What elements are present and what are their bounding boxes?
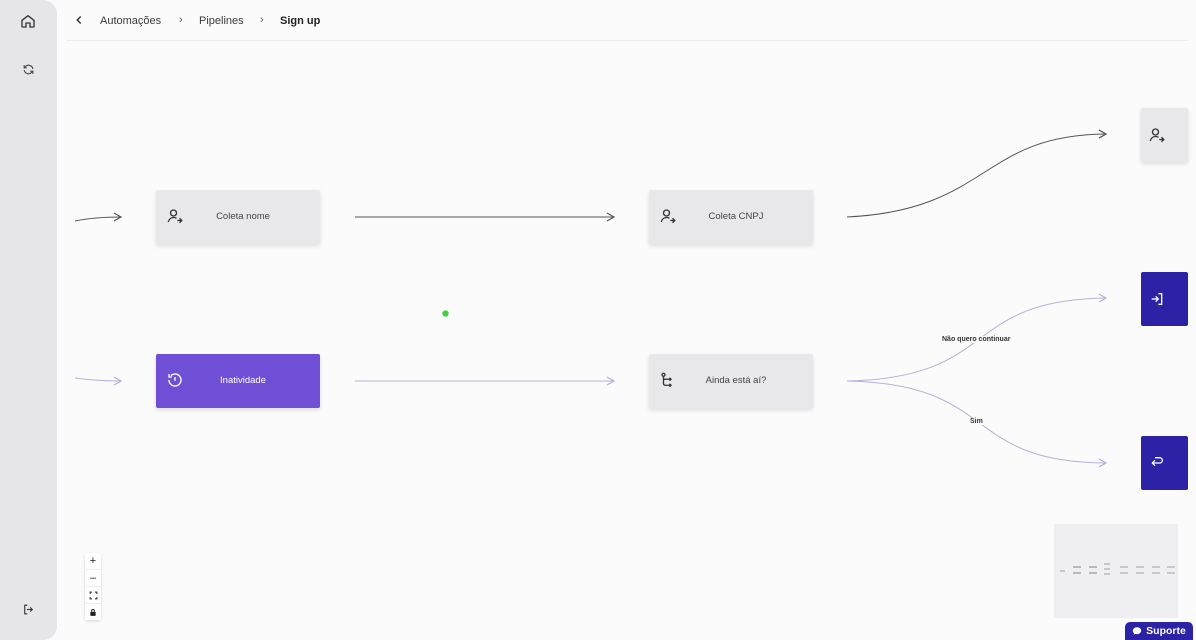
node-coleta-nome[interactable]: Coleta nome: [156, 190, 320, 244]
logout-icon: [23, 604, 33, 614]
user-arrow-icon: [660, 209, 676, 224]
zoom-controls: + –: [85, 553, 101, 620]
logout-button[interactable]: [16, 597, 40, 621]
refresh-button[interactable]: [16, 57, 40, 81]
home-button[interactable]: [16, 9, 40, 33]
edge-in-inatividade: [74, 376, 123, 386]
minimap-node: [1120, 572, 1128, 574]
lock-button[interactable]: [85, 604, 101, 620]
support-label: Suporte: [1146, 625, 1186, 637]
fit-view-icon: [89, 591, 97, 599]
minimap-node: [1089, 572, 1097, 574]
minimap-node: [1152, 572, 1160, 574]
loading-indicator-icon: [442, 310, 449, 317]
user-arrow-icon: [1149, 128, 1165, 143]
chat-icon: [1132, 627, 1142, 635]
minimap-node: [1073, 572, 1081, 574]
minimap-node: [1167, 566, 1175, 568]
node-inatividade[interactable]: Inatividade: [156, 354, 320, 408]
node-label: Ainda está aí?: [705, 375, 767, 386]
chevron-left-icon[interactable]: [72, 13, 86, 27]
branch-icon: [661, 372, 672, 388]
edge-cnpj-to-next: [846, 129, 1108, 218]
top-bar: Automações › Pipelines › Sign up: [67, 0, 1188, 41]
fit-view-button[interactable]: [85, 587, 101, 604]
zoom-out-button[interactable]: –: [85, 570, 101, 587]
breadcrumb-automacoes[interactable]: Automações: [100, 15, 162, 27]
minimap-node: [1104, 573, 1110, 575]
node-label: Coleta CNPJ: [708, 211, 764, 222]
minimap-node: [1073, 566, 1081, 568]
minimap-node: [1120, 566, 1128, 568]
edge-in-coleta-nome: [74, 212, 123, 222]
lock-icon: [90, 608, 96, 616]
node-label: Inatividade: [220, 375, 266, 386]
home-icon: [21, 14, 35, 28]
node-next-action[interactable]: [1141, 108, 1188, 162]
node-coleta-cnpj[interactable]: Coleta CNPJ: [649, 190, 813, 244]
minimap[interactable]: [1054, 524, 1178, 618]
minimap-node: [1136, 572, 1144, 574]
history-icon: [168, 373, 182, 387]
minimap-node: [1060, 570, 1065, 572]
minimap-node: [1104, 568, 1110, 570]
breadcrumb-pipelines[interactable]: Pipelines: [199, 15, 244, 27]
minimap-node: [1167, 572, 1175, 574]
support-button[interactable]: Suporte: [1125, 622, 1193, 640]
minimap-node: [1089, 566, 1097, 568]
breadcrumb-separator: ›: [179, 14, 183, 26]
user-arrow-icon: [167, 209, 183, 224]
node-exit[interactable]: [1141, 272, 1188, 326]
minimap-node: [1152, 566, 1160, 568]
refresh-icon: [23, 64, 33, 74]
node-label: Coleta nome: [216, 211, 270, 222]
breadcrumb-current: Sign up: [280, 15, 321, 27]
minimap-node: [1136, 566, 1144, 568]
node-ainda-esta-ai[interactable]: Ainda está aí?: [649, 354, 813, 408]
node-return[interactable]: [1141, 436, 1188, 490]
minimap-node: [1104, 563, 1110, 565]
breadcrumb-separator: ›: [260, 14, 264, 26]
edge-label-nao-quero: Não quero continuar: [940, 336, 1013, 343]
zoom-in-button[interactable]: +: [85, 553, 101, 570]
return-icon: [1150, 457, 1163, 467]
edge-label-sim: Sim: [968, 418, 985, 425]
sidebar: [0, 0, 57, 640]
login-icon: [1151, 293, 1162, 305]
